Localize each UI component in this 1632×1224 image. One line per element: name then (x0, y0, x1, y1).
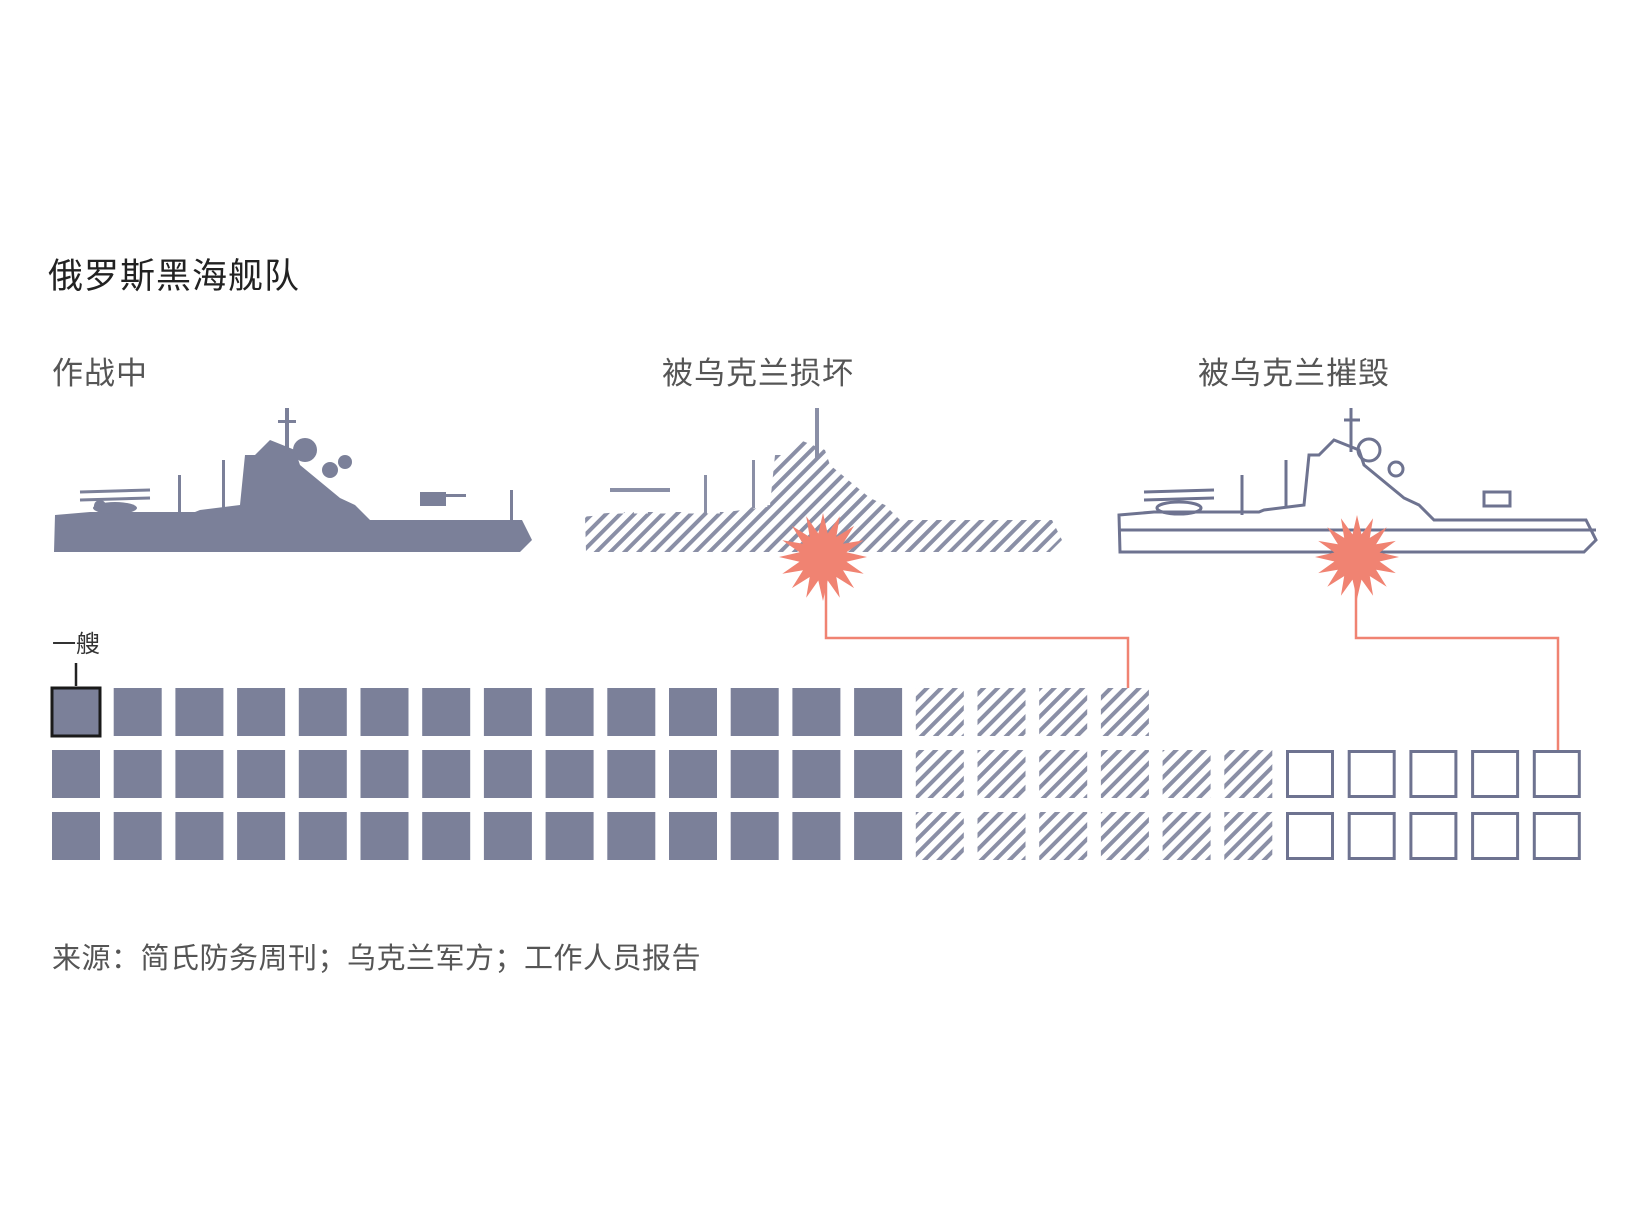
ship-unit-active (483, 688, 532, 736)
ship-unit-active (175, 812, 224, 860)
ship-unit-damaged (1162, 812, 1211, 860)
ship-unit-active (792, 750, 841, 798)
ship-unit-damaged (1224, 750, 1273, 798)
connector-line (1354, 565, 1560, 752)
ship-unit-active (854, 688, 903, 736)
ship-unit-active (52, 812, 100, 860)
ship-unit-destroyed (1532, 812, 1581, 860)
ship-unit-destroyed (1409, 812, 1458, 860)
ship-unit-active (422, 812, 471, 860)
ship-unit-active (113, 688, 162, 736)
ship-unit-damaged (1224, 812, 1273, 860)
ship-unit-damaged (1039, 688, 1088, 736)
ship-unit-active (483, 750, 532, 798)
ship-unit-active (52, 750, 100, 798)
ship-unit-active (730, 688, 779, 736)
ship-unit-destroyed (1347, 812, 1396, 860)
ship-unit-active (298, 688, 347, 736)
chart-title: 俄罗斯黑海舰队 (48, 257, 301, 297)
ship-unit-active (669, 750, 717, 798)
ship-unit-active (175, 750, 224, 798)
ship-unit-active (854, 750, 903, 798)
ship-unit-damaged (915, 812, 964, 860)
ship-unit-active (113, 812, 162, 860)
ship-unit-destroyed (1471, 812, 1520, 860)
ship-active-icon (54, 408, 532, 552)
source-note: 来源：简氏防务周刊；乌克兰军方；工作人员报告 (52, 941, 702, 975)
unit-label: 一艘 (52, 630, 100, 658)
explosion-icon (1315, 515, 1399, 599)
ship-unit-active (298, 812, 347, 860)
ship-unit-active (545, 750, 594, 798)
ship-unit-active (483, 812, 532, 860)
label-damaged: 被乌克兰损坏 (662, 356, 854, 392)
ship-unit-active (854, 812, 903, 860)
ship-unit-active (607, 688, 656, 736)
ship-unit-damaged (1100, 750, 1149, 798)
ship-unit-active (237, 750, 286, 798)
ship-unit-destroyed (1286, 812, 1334, 860)
ship-unit-destroyed (1409, 750, 1458, 798)
ship-unit-active (607, 750, 656, 798)
ship-unit-damaged (1100, 688, 1149, 736)
ship-unit-damaged (1039, 750, 1088, 798)
ship-unit-damaged (1162, 750, 1211, 798)
ship-unit-damaged (915, 750, 964, 798)
ship-unit-destroyed (1286, 750, 1334, 798)
ship-unit-active (545, 688, 594, 736)
explosion-icon (779, 513, 867, 601)
ship-unit-active (360, 812, 409, 860)
ship-unit-active (298, 750, 347, 798)
ship-unit-active (360, 750, 409, 798)
ship-unit-active (545, 812, 594, 860)
ship-unit-active (237, 812, 286, 860)
ship-unit-active (607, 812, 656, 860)
ship-unit-active (52, 688, 100, 736)
label-active: 作战中 (52, 356, 148, 392)
ship-unit-damaged (977, 750, 1026, 798)
ship-unit-active (792, 688, 841, 736)
unit-highlight (50, 686, 102, 738)
ship-unit-active (237, 688, 286, 736)
ship-unit-active (113, 750, 162, 798)
ship-unit-damaged (1100, 812, 1149, 860)
ship-unit-damaged (1039, 812, 1088, 860)
ship-damaged-icon (585, 408, 1062, 552)
ship-unit-damaged (915, 688, 964, 736)
ship-unit-active (422, 688, 471, 736)
ship-unit-destroyed (1347, 750, 1396, 798)
connector-line (824, 565, 1130, 690)
label-destroyed: 被乌克兰摧毁 (1198, 356, 1390, 392)
ship-unit-active (669, 688, 717, 736)
ship-unit-destroyed (1471, 750, 1520, 798)
ship-unit-destroyed (1532, 750, 1581, 798)
ship-unit-active (730, 750, 779, 798)
ship-unit-active (175, 688, 224, 736)
ship-unit-damaged (977, 688, 1026, 736)
ship-unit-active (730, 812, 779, 860)
ship-unit-active (422, 750, 471, 798)
ship-unit-active (360, 688, 409, 736)
ship-unit-damaged (977, 812, 1026, 860)
ship-unit-active (669, 812, 717, 860)
ship-unit-active (792, 812, 841, 860)
